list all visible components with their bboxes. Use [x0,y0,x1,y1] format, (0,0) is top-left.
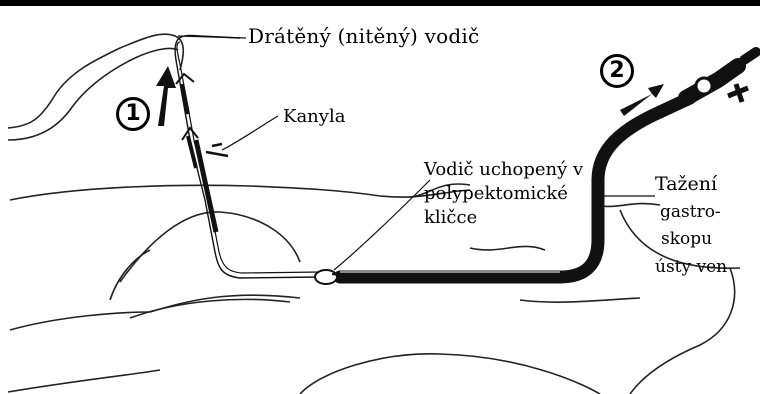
polypectomy-snare-loop [315,270,337,284]
guidewire [175,35,320,278]
pull-label-line-4: ústy ven [655,254,760,282]
leader-lines [178,36,655,270]
step-1-marker: 1 [116,97,150,131]
top-border [0,0,760,6]
gastroscope-eyepiece [744,52,756,60]
pull-label-line-3: skopu [655,226,760,254]
abdomen-line [520,298,640,302]
pull-label-line-2: gastro- [655,199,760,227]
jaw-line [110,250,150,300]
neck-line [10,185,470,200]
body-outline [8,34,740,394]
cannula-wing [206,152,228,156]
head-outline-outer [8,34,183,128]
snare-leader [334,180,430,270]
snare-label: Vodič uchopený v polypektomické kličce [424,158,624,230]
gastroscope-valve [728,84,748,102]
lower-middle-line [300,354,600,394]
cannula-hub [212,144,222,146]
chest-line [130,299,290,318]
stomach-contour [470,246,545,250]
pull-out-label: Tažení gastro- skopu ústy ven [655,171,760,281]
pull-label-line-1: Tažení [655,171,760,199]
gastroscope-control-knob [696,78,712,94]
step1-arrows [156,66,198,168]
up-arrow-icon [156,66,176,126]
right-lower-contour [630,268,735,394]
guidewire-label: Drátěný (nitěný) vodič [248,26,479,46]
step-2-marker: 2 [600,54,634,88]
arm-line [150,295,300,312]
guidewire-line-outer [175,35,320,278]
cannula-label: Kanyla [283,108,345,126]
shoulder-line [10,312,150,330]
cannula-leader [222,116,278,150]
lower-left-line [8,370,160,392]
